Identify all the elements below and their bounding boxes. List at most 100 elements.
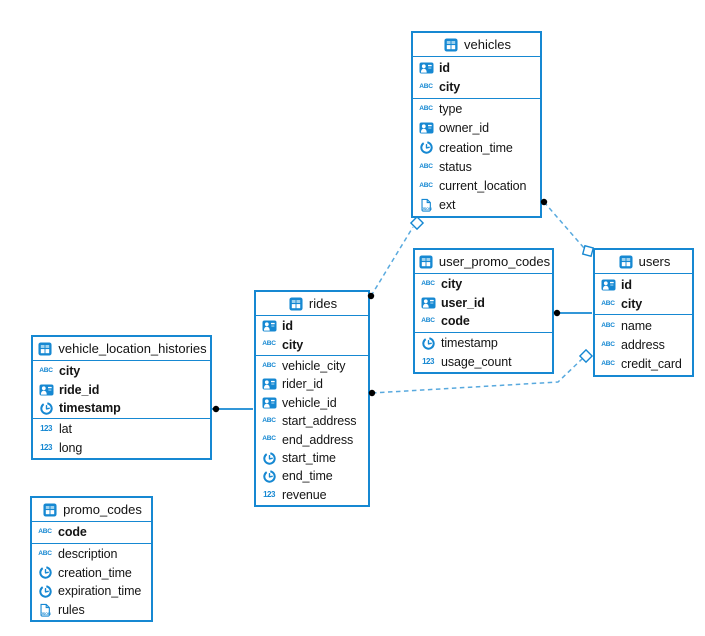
table-name: promo_codes [63, 502, 142, 517]
column-row[interactable]: 123 usage_count [415, 352, 552, 371]
column-name: city [441, 277, 463, 292]
id-badge-icon [260, 377, 278, 392]
column-name: vehicle_city [282, 359, 346, 373]
table-icon [442, 37, 460, 52]
column-row[interactable]: timestamp [33, 399, 210, 417]
column-row[interactable]: expiration_time [32, 582, 151, 601]
relationship-line[interactable] [543, 201, 585, 249]
column-row[interactable]: user_id [415, 294, 552, 313]
column-name: address [621, 338, 665, 353]
column-name: usage_count [441, 354, 512, 369]
column-name: creation_time [58, 565, 132, 580]
num-icon: 123 [37, 440, 55, 455]
column-row[interactable]: start_time [256, 449, 368, 467]
column-row[interactable]: ABC name [595, 316, 692, 335]
column-name: city [282, 337, 304, 352]
column-row[interactable]: rider_id [256, 375, 368, 393]
abc-icon: ABC [36, 546, 54, 561]
table-header[interactable]: vehicle_location_histories [33, 337, 210, 361]
json-icon: JSON [417, 198, 435, 213]
table-header[interactable]: users [595, 250, 692, 274]
column-row[interactable]: ABC city [33, 362, 210, 380]
column-name: city [439, 79, 461, 94]
column-row[interactable]: ABC city [415, 275, 552, 294]
num-glyph: 123 [40, 424, 52, 434]
column-row[interactable]: end_time [256, 467, 368, 485]
id-badge-icon [37, 382, 55, 397]
abc-glyph: ABC [38, 528, 52, 535]
table-header[interactable]: user_promo_codes [415, 250, 552, 274]
num-icon: 123 [419, 354, 437, 369]
abc-icon: ABC [417, 102, 435, 117]
table-icon [287, 296, 305, 311]
relationship-vehicle_location_histories-rides[interactable] [212, 405, 253, 413]
column-row[interactable]: vehicle_id [256, 394, 368, 412]
abc-glyph: ABC [421, 317, 435, 325]
column-name: city [59, 364, 81, 379]
column-name: id [621, 277, 632, 292]
id-badge-icon [417, 60, 435, 75]
column-name: id [439, 60, 450, 75]
table-header[interactable]: rides [256, 292, 368, 316]
column-name: current_location [439, 179, 527, 194]
relationship-user_promo_codes-users[interactable] [553, 309, 592, 317]
column-row[interactable]: creation_time [32, 563, 151, 582]
column-name: name [621, 319, 652, 333]
abc-glyph: ABC [419, 104, 433, 112]
table-header[interactable]: promo_codes [32, 498, 151, 522]
column-row[interactable]: owner_id [413, 119, 540, 138]
json-icon: JSON [36, 602, 54, 617]
column-row[interactable]: creation_time [413, 138, 540, 157]
column-row[interactable]: ABC code [415, 312, 552, 331]
abc-icon: ABC [260, 432, 278, 447]
table-name: vehicles [464, 37, 511, 52]
column-name: code [441, 314, 470, 329]
clock-icon [260, 451, 278, 466]
relationship-line[interactable] [370, 226, 414, 297]
abc-icon: ABC [419, 277, 437, 292]
column-row[interactable]: id [413, 58, 540, 77]
column-row[interactable]: id [595, 275, 692, 294]
column-name: creation_time [439, 140, 513, 155]
abc-glyph: ABC [601, 321, 615, 329]
id-badge-icon [419, 295, 437, 310]
abc-glyph: ABC [38, 549, 52, 557]
column-row[interactable]: timestamp [415, 334, 552, 353]
abc-icon: ABC [37, 364, 55, 379]
svg-text:JSON: JSON [422, 207, 432, 211]
column-row[interactable]: ride_id [33, 380, 210, 398]
table-header[interactable]: vehicles [413, 33, 540, 57]
column-row[interactable]: id [256, 317, 368, 335]
num-icon: 123 [260, 487, 278, 502]
